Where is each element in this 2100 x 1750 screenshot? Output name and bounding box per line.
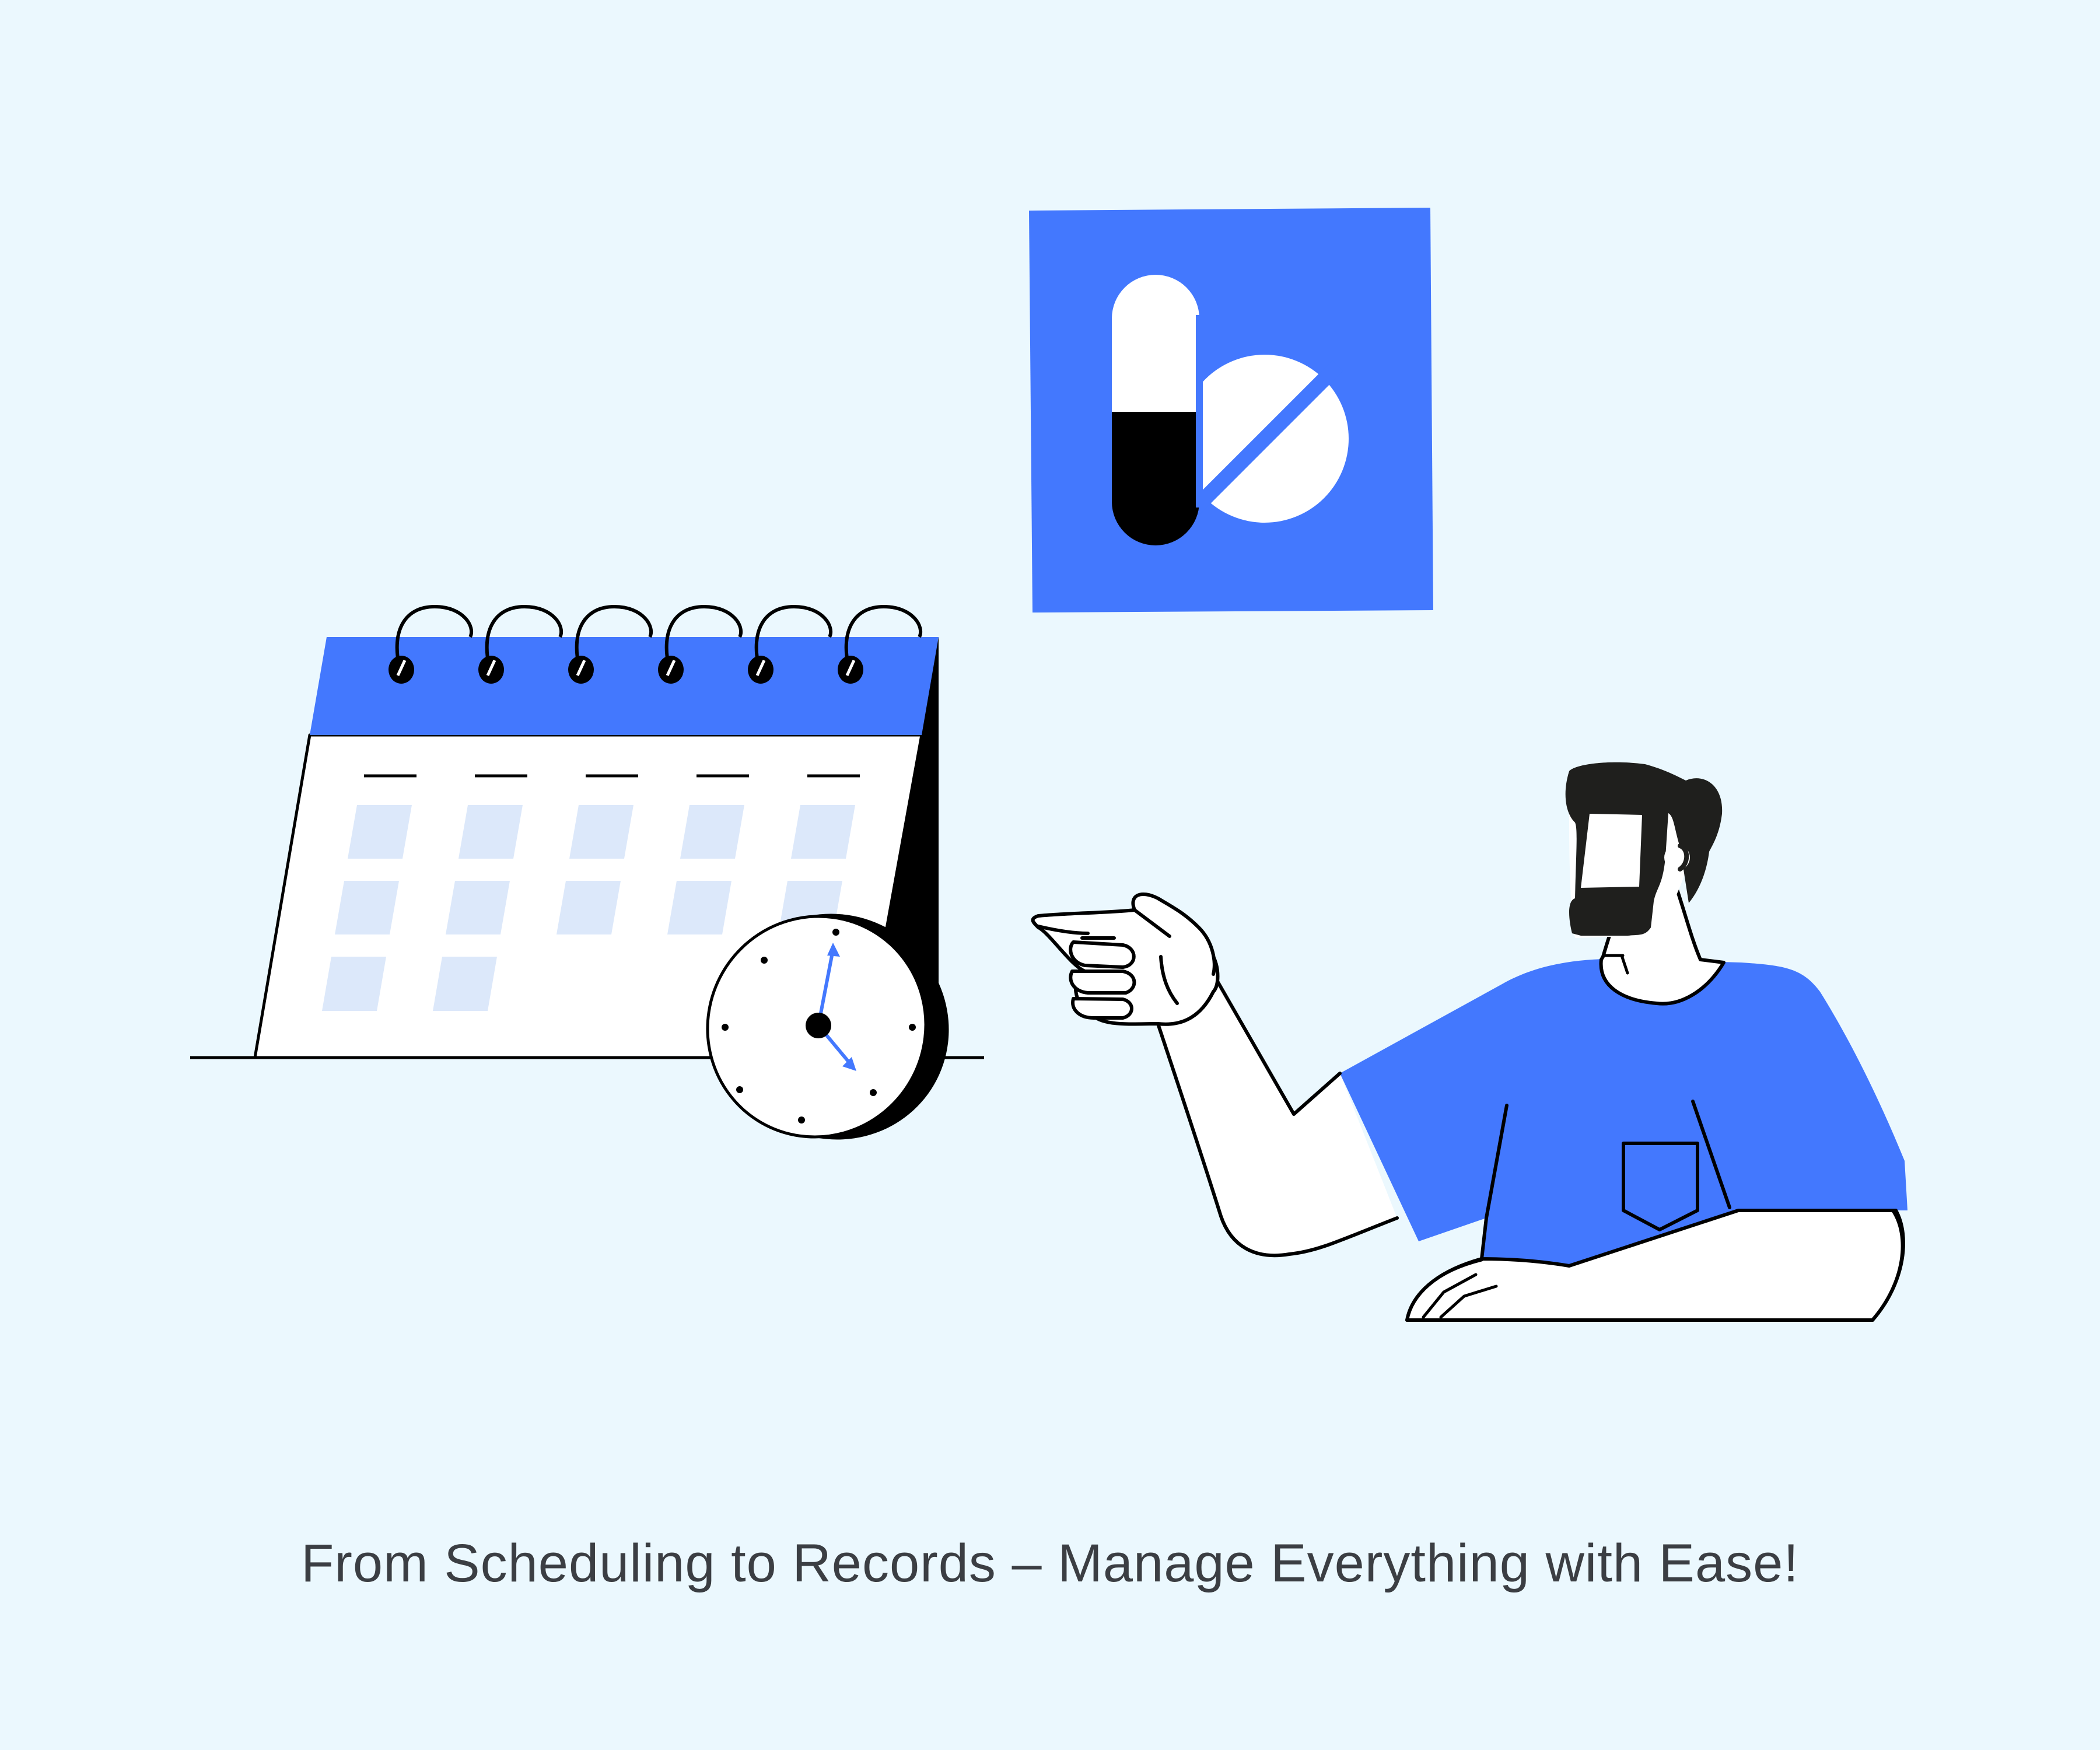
head [1565, 762, 1723, 975]
clock-icon [706, 914, 949, 1140]
pills-icon [1029, 208, 1433, 612]
shirt [1340, 958, 1908, 1266]
person [1031, 762, 1908, 1322]
calendar-rings [388, 604, 923, 684]
caption-text: From Scheduling to Records – Manage Ever… [301, 1534, 1799, 1593]
pointing-hand [1031, 892, 1220, 1026]
pointing-arm [1158, 974, 1397, 1256]
hair [1565, 762, 1723, 936]
capsule-icon [1112, 275, 1203, 545]
tablet-icon [1181, 355, 1349, 523]
